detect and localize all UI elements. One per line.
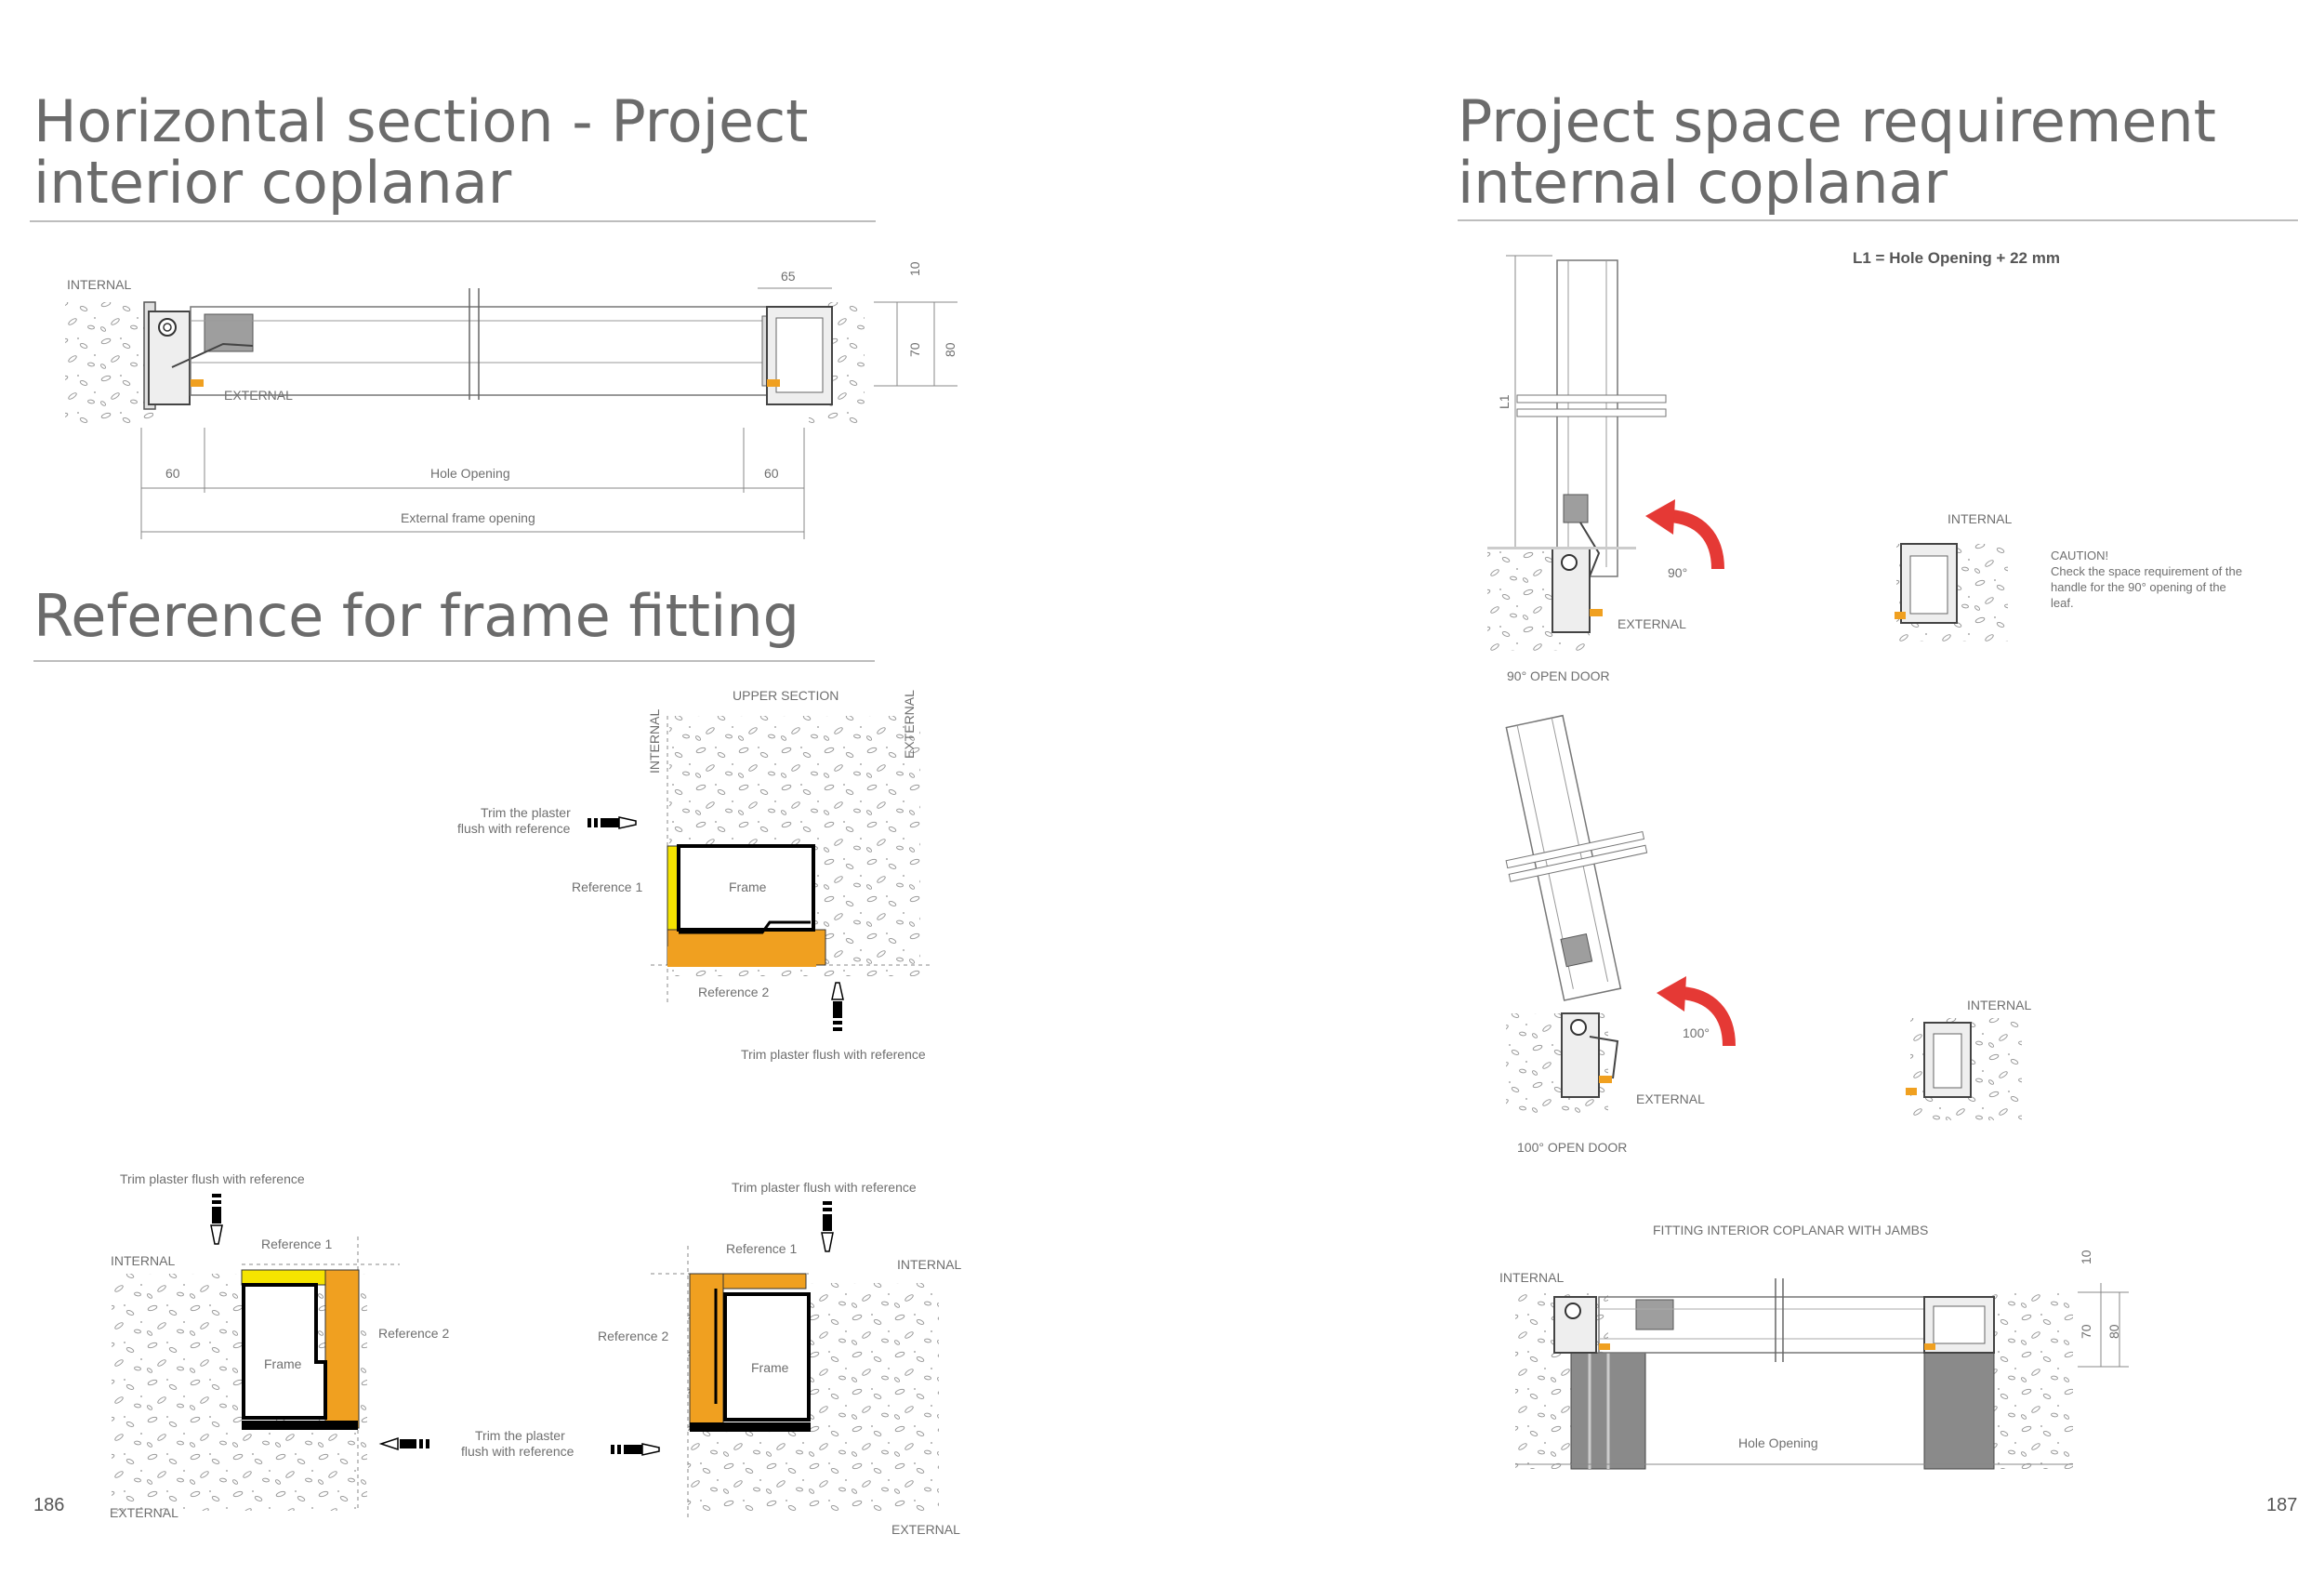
upper-trim-note-1: Trim the plaster bbox=[481, 805, 571, 820]
upper-frame-label: Frame bbox=[729, 880, 767, 894]
right-jamb-trim-top: Trim plaster flush with reference bbox=[732, 1180, 917, 1195]
horizontal-section-title-line1: Horizontal section - Project bbox=[33, 87, 809, 155]
space-requirement-title-line2: internal coplanar bbox=[1458, 149, 1948, 217]
caution-line-4: leaf. bbox=[2051, 596, 2074, 610]
upper-section-internal: INTERNAL bbox=[647, 708, 662, 774]
left-jamb-reference-1: Reference 1 bbox=[261, 1237, 333, 1251]
hs-dim-80: 80 bbox=[943, 342, 957, 357]
trowel-icon bbox=[588, 816, 637, 829]
trowel-icon bbox=[378, 1436, 429, 1451]
left-page-number: 186 bbox=[33, 1495, 65, 1515]
reference-title: Reference for frame fitting bbox=[33, 582, 799, 650]
open-100-frame-detail bbox=[1906, 1018, 2022, 1120]
left-jamb-reference-2: Reference 2 bbox=[378, 1326, 450, 1341]
open-90-external: EXTERNAL bbox=[1618, 616, 1686, 631]
left-jamb-frame: Frame bbox=[264, 1356, 302, 1371]
open-90-frame-detail bbox=[1895, 543, 2008, 642]
upper-reference-2: Reference 2 bbox=[698, 985, 770, 999]
right-page-number: 187 bbox=[2266, 1495, 2298, 1515]
upper-reference-1: Reference 1 bbox=[572, 880, 643, 894]
upper-trim-note-2: flush with reference bbox=[457, 821, 571, 836]
right-title-divider bbox=[1458, 219, 2298, 221]
open-90-drawing bbox=[1487, 255, 1667, 651]
open-100-caption: 100° OPEN DOOR bbox=[1517, 1140, 1628, 1155]
l1-label: L1 bbox=[1497, 394, 1512, 409]
hs-dim-60-left: 60 bbox=[165, 466, 180, 481]
open-100-drawing bbox=[1505, 714, 1648, 1116]
left-jamb-external: EXTERNAL bbox=[110, 1505, 178, 1520]
trowel-icon bbox=[821, 1201, 834, 1252]
caution-line-3: handle for the 90° opening of the bbox=[2051, 580, 2226, 594]
upper-section-heading: UPPER SECTION bbox=[733, 688, 839, 703]
reference-divider bbox=[33, 660, 875, 662]
jambs-drawing bbox=[1515, 1278, 2129, 1470]
horizontal-section-title: Horizontal section - Project interior co… bbox=[33, 91, 809, 214]
red-arrow-icon bbox=[1657, 976, 1736, 1047]
open-100-internal: INTERNAL bbox=[1967, 998, 2032, 1012]
open-90-caption: 90° OPEN DOOR bbox=[1507, 668, 1610, 683]
horizontal-section-drawing bbox=[65, 287, 957, 539]
open-100-external: EXTERNAL bbox=[1636, 1091, 1705, 1106]
upper-section-external: EXTERNAL bbox=[902, 690, 917, 759]
hs-external-label: EXTERNAL bbox=[224, 388, 293, 403]
hs-dim-65: 65 bbox=[781, 269, 796, 284]
title-divider bbox=[30, 220, 876, 222]
trowel-icon bbox=[611, 1443, 660, 1456]
open-100-angle: 100° bbox=[1683, 1025, 1710, 1040]
jambs-heading: FITTING INTERIOR COPLANAR WITH JAMBS bbox=[1653, 1223, 1929, 1237]
hs-dim-70: 70 bbox=[907, 342, 922, 357]
left-jamb-drawing bbox=[112, 1237, 400, 1511]
trowel-icon bbox=[831, 982, 844, 1031]
right-jamb-frame: Frame bbox=[751, 1360, 789, 1375]
jambs-dim-80: 80 bbox=[2106, 1324, 2121, 1339]
right-jamb-reference-2: Reference 2 bbox=[598, 1329, 669, 1343]
red-arrow-icon bbox=[1645, 499, 1724, 570]
hs-external-frame-opening: External frame opening bbox=[401, 510, 535, 525]
right-jamb-drawing bbox=[651, 1246, 939, 1520]
hs-dim-10: 10 bbox=[907, 261, 922, 276]
caution-line-1: CAUTION! bbox=[2051, 549, 2109, 562]
left-jamb-internal: INTERNAL bbox=[111, 1253, 176, 1268]
left-jamb-trim-side-1: Trim the plaster bbox=[475, 1428, 565, 1443]
upper-section-drawing bbox=[651, 716, 930, 1004]
hs-dim-60-right: 60 bbox=[764, 466, 779, 481]
jambs-internal: INTERNAL bbox=[1499, 1270, 1565, 1285]
jambs-dim-70: 70 bbox=[2079, 1324, 2093, 1339]
trowel-icon bbox=[210, 1194, 223, 1245]
horizontal-section-title-line2: interior coplanar bbox=[33, 149, 512, 217]
space-requirement-title: Project space requirement internal copla… bbox=[1458, 91, 2216, 214]
space-requirement-title-line1: Project space requirement bbox=[1458, 87, 2216, 155]
l1-formula: L1 = Hole Opening + 22 mm bbox=[1853, 249, 2060, 267]
caution-note: CAUTION! Check the space requirement of … bbox=[2051, 548, 2292, 611]
hs-hole-opening: Hole Opening bbox=[430, 466, 510, 481]
right-jamb-internal: INTERNAL bbox=[897, 1257, 962, 1272]
left-jamb-trim-top: Trim plaster flush with reference bbox=[120, 1171, 305, 1186]
left-jamb-trim-side-2: flush with reference bbox=[461, 1444, 574, 1459]
right-jamb-reference-1: Reference 1 bbox=[726, 1241, 798, 1256]
open-90-internal: INTERNAL bbox=[1948, 511, 2013, 526]
hs-internal-label: INTERNAL bbox=[67, 277, 132, 292]
right-jamb-external: EXTERNAL bbox=[891, 1522, 960, 1537]
jambs-hole-opening: Hole Opening bbox=[1738, 1435, 1818, 1450]
caution-line-2: Check the space requirement of the bbox=[2051, 564, 2242, 578]
open-90-angle: 90° bbox=[1668, 565, 1688, 580]
jambs-dim-10: 10 bbox=[2079, 1250, 2093, 1264]
upper-trim-note-bottom: Trim plaster flush with reference bbox=[741, 1047, 926, 1062]
